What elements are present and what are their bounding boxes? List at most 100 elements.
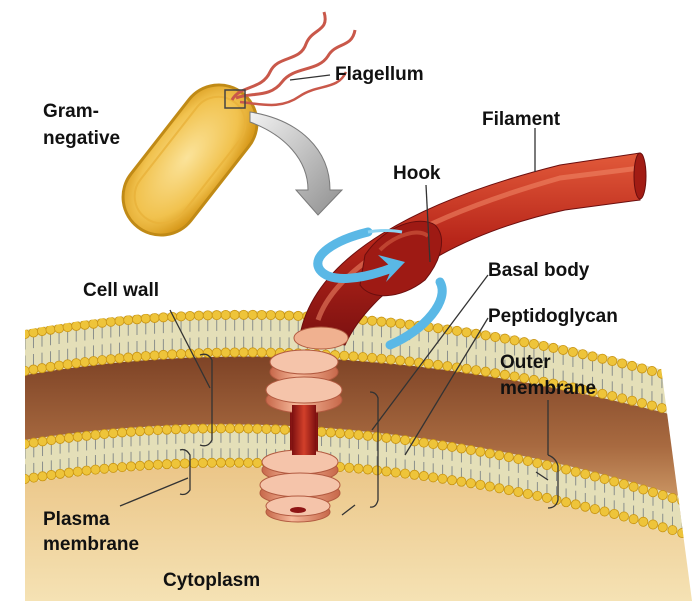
lipid-head	[284, 311, 293, 320]
lipid-head	[135, 461, 144, 470]
lipid-head	[419, 471, 428, 480]
lipid-head	[354, 464, 363, 473]
lipid-head	[520, 338, 529, 347]
lipid-head	[433, 324, 442, 333]
lipid-head	[257, 348, 266, 357]
lipid-head	[144, 426, 153, 435]
lipid-head	[491, 332, 500, 341]
lipid-head	[667, 406, 676, 415]
lipid-head	[373, 466, 382, 475]
lipid-head	[610, 509, 619, 518]
lipid-head	[481, 367, 490, 376]
lipid-head	[124, 315, 133, 324]
lipid-head	[588, 352, 597, 361]
lipid-head	[89, 319, 98, 328]
lipid-head	[678, 528, 687, 537]
lipid-head	[368, 316, 377, 325]
lipid-head	[132, 315, 141, 324]
lipid-head	[345, 463, 354, 472]
lipid-head	[63, 360, 72, 369]
lipid-head	[150, 313, 159, 322]
lipid-head	[345, 429, 354, 438]
lipid-head	[382, 467, 391, 476]
lipid-head	[212, 311, 221, 320]
lipid-head	[571, 500, 580, 509]
lipid-head	[106, 317, 115, 326]
lipid-head	[590, 504, 599, 513]
lipid-head	[180, 424, 189, 433]
lipid-head	[225, 458, 234, 467]
lipid-head	[386, 318, 395, 327]
lipid-head	[629, 515, 638, 524]
lipid-head	[571, 467, 580, 476]
lipid-head	[504, 485, 513, 494]
lipid-head	[91, 465, 100, 474]
lipid-head	[363, 465, 372, 474]
lipid-head	[457, 477, 466, 486]
lipid-head	[687, 377, 692, 386]
lipid-head	[132, 352, 141, 361]
lipid-head	[368, 353, 377, 362]
lipid-head	[658, 523, 667, 532]
lipid-head	[471, 366, 480, 375]
lipid-head	[687, 531, 692, 540]
lipid-head	[198, 424, 207, 433]
lipid-head	[382, 433, 391, 442]
lipid-head	[126, 427, 135, 436]
label-peptidoglycan: Peptidoglycan	[488, 306, 618, 327]
lipid-head	[73, 432, 82, 441]
lipid-head	[150, 351, 159, 360]
cell-envelope	[20, 310, 692, 601]
lipid-head	[438, 474, 447, 483]
lipid-head	[590, 472, 599, 481]
lipid-head	[38, 472, 47, 481]
lipid-head	[410, 470, 419, 479]
lipid-head	[109, 463, 118, 472]
lipid-head	[377, 317, 386, 326]
lipid-head	[230, 348, 239, 357]
lipid-head	[100, 464, 109, 473]
lipid-head	[386, 355, 395, 364]
lipid-head	[253, 458, 262, 467]
lipid-head	[648, 488, 657, 497]
lipid-head	[244, 424, 253, 433]
lipid-head	[171, 425, 180, 434]
lipid-head	[221, 348, 230, 357]
label-basal-body: Basal body	[488, 260, 590, 281]
lipid-head	[629, 482, 638, 491]
lipid-head	[212, 348, 221, 357]
lipid-head	[539, 341, 548, 350]
lipid-head	[373, 432, 382, 441]
lipid-head	[98, 318, 107, 327]
lipid-head	[600, 474, 609, 483]
lipid-head	[189, 424, 198, 433]
lipid-head	[438, 441, 447, 450]
lipid-head	[340, 351, 349, 360]
lipid-head	[647, 366, 656, 375]
lipid-head	[600, 507, 609, 516]
lipid-head	[462, 328, 471, 337]
lipid-head	[98, 356, 107, 365]
lipid-head	[687, 411, 692, 420]
lipid-head	[20, 329, 29, 338]
lipid-head	[678, 496, 687, 505]
lipid-head	[457, 444, 466, 453]
lipid-head	[598, 354, 607, 363]
lipid-head	[56, 469, 65, 478]
lipid-head	[80, 320, 89, 329]
lipid-head	[462, 364, 471, 373]
lipid-head	[581, 470, 590, 479]
label-plasma-membrane-1: Plasma	[43, 509, 110, 530]
lipid-head	[106, 355, 115, 364]
lipid-head	[216, 458, 225, 467]
lipid-head	[400, 436, 409, 445]
lipid-head	[64, 433, 73, 442]
lipid-head	[523, 489, 532, 498]
lipid-head	[225, 424, 234, 433]
lipid-head	[419, 438, 428, 447]
lipid-head	[677, 375, 686, 384]
lipid-head	[162, 425, 171, 434]
label-cytoplasm: Cytoplasm	[163, 570, 260, 591]
lipid-head	[126, 462, 135, 471]
